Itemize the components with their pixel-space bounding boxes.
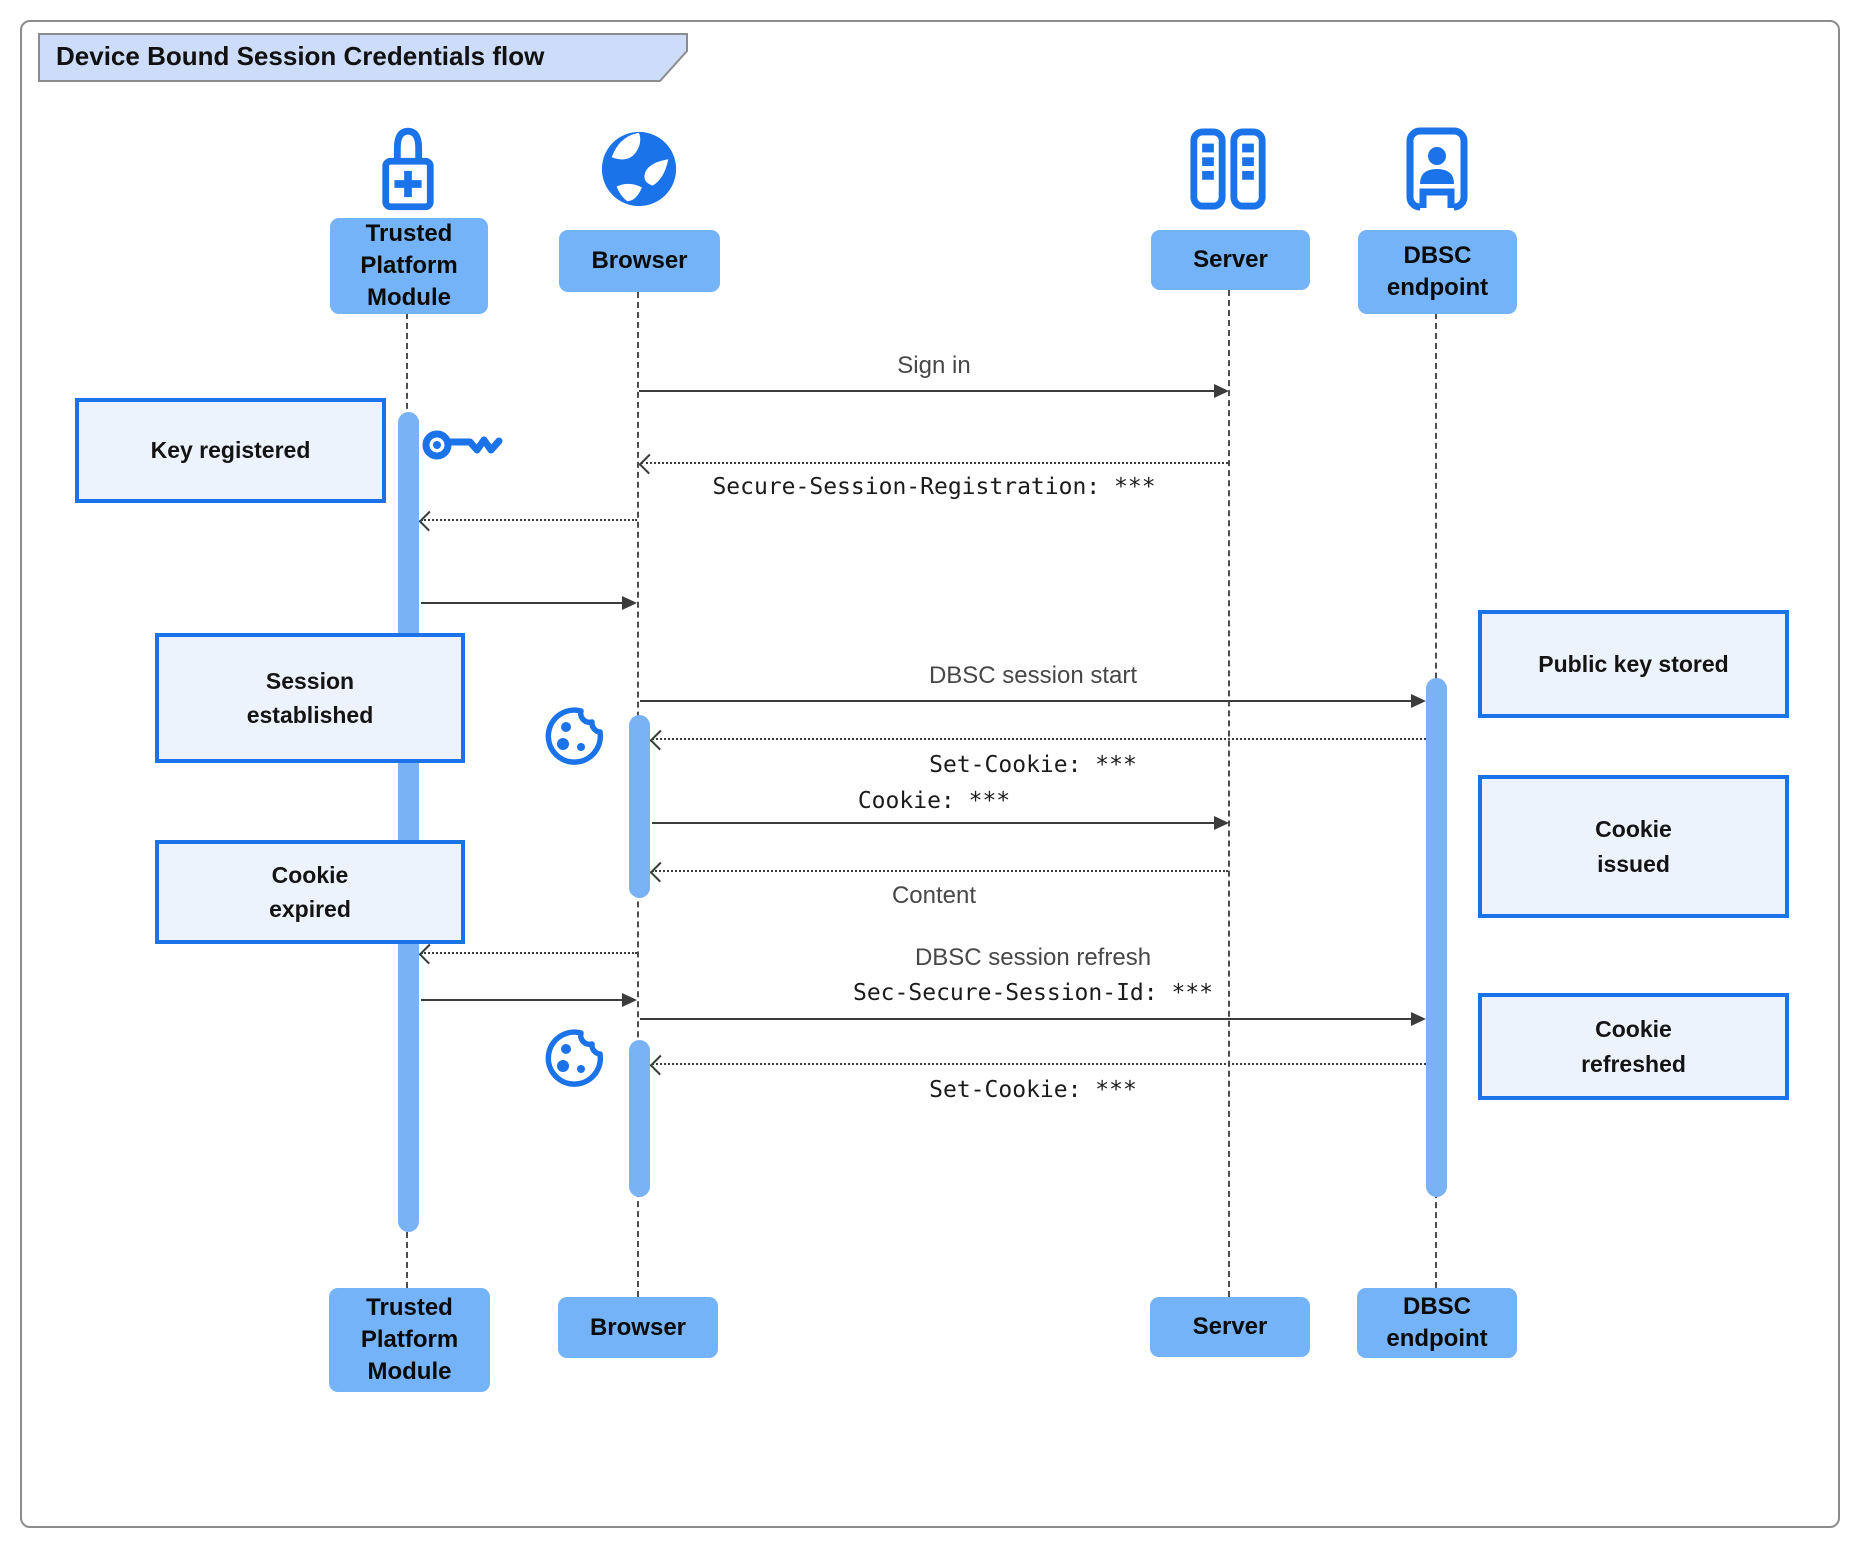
browser-globe-icon xyxy=(601,131,677,207)
cookie-icon xyxy=(545,707,604,765)
message-content: Content xyxy=(891,882,977,909)
activation-bar-tpm xyxy=(398,412,419,1232)
note-cookie-expired: Cookie expired xyxy=(155,840,465,944)
lifeline-server xyxy=(1228,290,1230,1297)
message-dbsc-session-start: DBSC session start xyxy=(928,662,1138,689)
diagram-frame xyxy=(20,20,1840,1528)
activation-bar-dbsc xyxy=(1426,678,1447,1197)
actor-label-dbsc-bottom: DBSC endpoint xyxy=(1357,1288,1517,1358)
actor-label-tpm-bottom: Trusted Platform Module xyxy=(329,1288,490,1392)
actor-label-tpm-top: Trusted Platform Module xyxy=(330,218,488,314)
note-key-registered: Key registered xyxy=(75,398,386,503)
actor-label-dbsc-top: DBSC endpoint xyxy=(1358,230,1517,314)
arrow-content xyxy=(649,861,1228,883)
arrow-secure-session-registration xyxy=(638,453,1228,475)
tpm-lock-icon xyxy=(382,127,434,211)
arrowhead-icon xyxy=(622,596,637,610)
message-dbsc-session-refresh: DBSC session refresh xyxy=(914,944,1152,971)
arrowhead-icon xyxy=(622,993,637,1007)
cookie-icon xyxy=(545,1029,604,1087)
arrow-dbsc-session-refresh xyxy=(640,1012,1426,1026)
arrow-set-cookie-1 xyxy=(649,729,1426,751)
arrowhead-icon xyxy=(1214,384,1229,398)
actor-label-server-bottom: Server xyxy=(1150,1297,1310,1357)
dbsc-endpoint-icon xyxy=(1406,127,1468,212)
arrow-register-key xyxy=(418,510,637,532)
arrow-dbsc-session-start xyxy=(640,694,1426,708)
arrowhead-icon xyxy=(1411,694,1426,708)
message-sign-in: Sign in xyxy=(897,352,971,379)
message-set-cookie-1: Set-Cookie: *** xyxy=(929,752,1137,778)
actor-label-server-top: Server xyxy=(1151,230,1310,290)
arrow-cookie xyxy=(652,816,1229,830)
message-sec-secure-session-id: Sec-Secure-Session-Id: *** xyxy=(852,980,1214,1006)
arrow-refresh-request-tpm xyxy=(418,943,637,965)
message-set-cookie-2: Set-Cookie: *** xyxy=(929,1077,1137,1103)
server-rack-icon xyxy=(1190,128,1266,210)
arrowhead-icon xyxy=(1411,1012,1426,1026)
diagram-title: Device Bound Session Credentials flow xyxy=(56,41,545,71)
note-cookie-refreshed: Cookie refreshed xyxy=(1478,993,1789,1100)
actor-label-browser-bottom: Browser xyxy=(558,1297,718,1358)
message-cookie: Cookie: *** xyxy=(857,788,1011,814)
arrow-sign-in xyxy=(639,384,1229,398)
note-session-established: Session established xyxy=(155,633,465,763)
activation-bar-browser-1 xyxy=(629,715,650,898)
title-tab-shape xyxy=(38,33,688,82)
arrowhead-icon xyxy=(1214,816,1229,830)
activation-bar-browser-2 xyxy=(629,1040,650,1197)
arrow-key-registered-reply xyxy=(421,596,637,610)
arrow-tpm-signature xyxy=(421,993,637,1007)
key-icon xyxy=(422,430,503,460)
note-cookie-issued: Cookie issued xyxy=(1478,775,1789,918)
message-secure-session-registration: Secure-Session-Registration: *** xyxy=(712,474,1156,500)
note-public-key-stored: Public key stored xyxy=(1478,610,1789,718)
actor-label-browser-top: Browser xyxy=(559,230,720,292)
arrow-set-cookie-2 xyxy=(649,1054,1426,1076)
